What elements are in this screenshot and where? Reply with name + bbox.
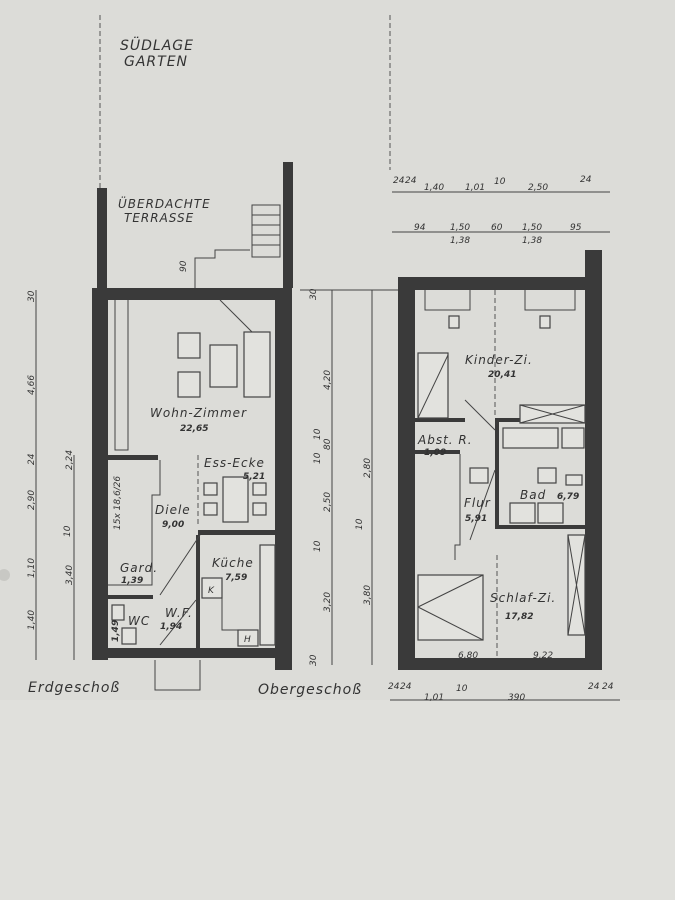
dim-top: 10 [494,177,506,187]
dim-left: 10 [313,428,323,440]
room-area-kueche: 7,59 [225,573,247,583]
room-label-garderobe: Gard. [120,561,158,575]
room-area-kinderzimmer: 20,41 [488,370,516,380]
paper-lower [0,700,675,900]
room-label-kinderzimmer: Kinder-Zi. [465,353,533,367]
room-area-wc: 1,49 [111,620,121,642]
dim-bottom: 1,01 [424,693,444,703]
room-label-wf: W.F. [165,606,193,620]
dim-left: 2,80 [363,458,373,478]
room-label-ess-ecke: Ess-Ecke [204,456,265,470]
terrace-label-1: ÜBERDACHTE [118,195,211,211]
dim-bottom: 10 [456,684,468,694]
site-label: SÜDLAGE GARTEN [99,15,391,190]
dim-left: 2,90 [27,490,37,510]
dim-top: 95 [570,223,582,233]
room-label-wc: WC [128,614,150,628]
dim-top: 1,50 [450,223,470,233]
room-area-diele: 9,00 [162,520,184,530]
stove-label: H [244,635,251,645]
dim-left: 30 [309,654,319,666]
dim-left: 10 [313,540,323,552]
ground-floor-plan: ÜBERDACHTE TERRASSE 90 [27,162,293,696]
dim-top: 24 [393,176,405,186]
room-area-bad: 6,79 [557,492,579,502]
room-area-abstellraum: 1,09 [424,448,446,458]
dim-left: 24 [27,453,37,465]
room-area-garderobe: 1,39 [121,576,143,586]
dim-left: 30 [309,288,319,300]
dim-left: 2,50 [323,492,333,512]
room-area-wohnzimmer: 22,65 [180,424,208,434]
dim-top: 24 [580,175,592,185]
room-label-diele: Diele [155,503,191,517]
room-label-wohnzimmer: Wohn-Zimmer [150,406,247,420]
dim-top: 60 [491,223,503,233]
dim-top: 2,50 [528,183,548,193]
dim-left: 4,20 [323,370,333,390]
room-label-kueche: Küche [212,556,254,570]
room-label-schlafzimmer: Schlaf-Zi. [490,591,556,605]
dim-bottom: 390 [508,693,525,703]
room-label-abstellraum: Abst. R. [417,433,473,447]
room-area-ess-ecke: 5,21 [243,472,265,482]
room-label-bad: Bad [520,488,546,502]
dim-top: 1,38 [450,236,470,246]
dim-bottom: 24 [388,682,400,692]
terrace-label-2: TERRASSE [124,211,194,225]
site-label-garden: GARTEN [124,54,188,70]
dim-bottom: 24 [602,682,614,692]
dim-bottom: 24 [400,682,412,692]
room-label-flur: Flur [464,496,491,510]
dim-left: 10 [313,452,323,464]
dim-top: 1,40 [424,183,444,193]
terrace-depth: 90 [179,260,189,272]
dim-left: 4,66 [27,375,37,395]
upper-floor-plan: Kinder-Zi. 20,41 Abst. R. 1,09 Flur 5,91… [258,175,620,703]
dim-left: 3,80 [363,585,373,605]
room-area-wf: 1,94 [160,622,182,632]
dim-bottom: 24 [588,682,600,692]
site-label-south: SÜDLAGE [120,36,194,54]
room-area-flur: 5,91 [465,514,487,524]
dim-left: 3,20 [323,592,333,612]
ground-floor-title: Erdgeschoß [28,680,120,696]
dim-left: 3,40 [65,565,75,585]
fridge-label: K [208,586,215,596]
dim-top: 1,38 [522,236,542,246]
dim-top: 1,01 [465,183,485,193]
dim-left: 10 [355,518,365,530]
room-bottom-label: 9,22 [533,651,553,661]
dim-left: 30 [27,290,37,302]
dim-left: 2,24 [65,450,75,470]
dim-left: 80 [323,438,333,450]
room-bottom-label: 6,80 [458,651,478,661]
stair-label: 15x 18,6/26 [113,476,123,530]
dim-left: 1,10 [27,558,37,578]
dim-top: 94 [414,223,426,233]
dim-top: 24 [405,176,417,186]
upper-floor-title: Obergeschoß [258,682,362,698]
dim-left: 10 [63,525,73,537]
dim-left: 1,40 [27,610,37,630]
room-area-schlafzimmer: 17,82 [505,612,533,622]
dim-top: 1,50 [522,223,542,233]
punch-hole [0,569,10,581]
